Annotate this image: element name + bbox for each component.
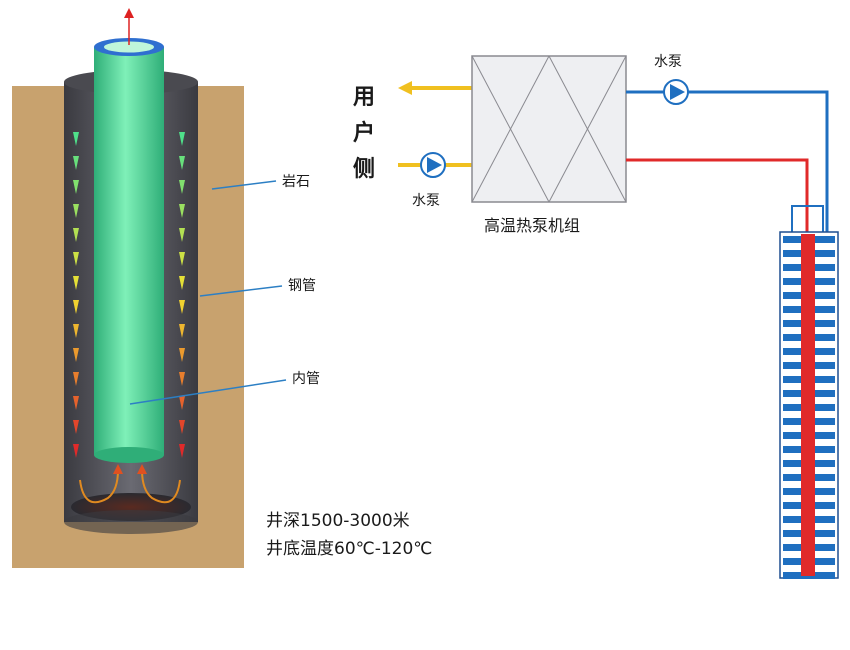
downflow-drop: [73, 300, 79, 314]
downflow-drop: [179, 252, 185, 266]
inner-pipe-leader: [129, 379, 287, 405]
heat-pump-unit: [471, 55, 627, 203]
outflow-arrow-head: [124, 8, 134, 18]
borehole-connector: [791, 205, 824, 232]
well-depth-note: 井深1500-3000米: [266, 511, 410, 531]
downflow-drop: [73, 132, 79, 146]
downflow-drop: [179, 348, 185, 362]
unit-cross-4: [548, 55, 627, 203]
downflow-drop: [179, 372, 185, 386]
downflow-drop: [179, 156, 185, 170]
downflow-column-left: [73, 132, 79, 458]
heat-pump-unit-label: 高温热泵机组: [484, 216, 580, 235]
pump-left-icon: [427, 157, 442, 173]
hot-water-pipe: [626, 158, 809, 232]
borehole-heat-exchanger: [779, 231, 839, 579]
inner-pipe-bottom: [94, 447, 164, 463]
unit-cross-2: [471, 55, 550, 203]
rock-leader: [211, 180, 277, 190]
downflow-drop: [73, 420, 79, 434]
downflow-drop: [73, 204, 79, 218]
supply-out-arrow: [398, 81, 412, 95]
downflow-drop: [179, 396, 185, 410]
return-loop-left: [79, 469, 119, 504]
downflow-drop: [73, 276, 79, 290]
heat-pump-system: 用 户 侧 水泵 高温热泵机组 水泵: [353, 54, 839, 579]
inner-pipe-label: 内管: [292, 371, 320, 387]
downflow-drop: [179, 228, 185, 242]
downflow-drop: [179, 324, 185, 338]
soil-right: [196, 86, 244, 568]
downflow-drop: [179, 444, 185, 458]
downflow-drop: [179, 180, 185, 194]
downflow-drop: [179, 204, 185, 218]
downflow-drop: [179, 300, 185, 314]
pump-right-icon: [670, 84, 685, 100]
downflow-drop: [179, 420, 185, 434]
steel-pipe-label: 钢管: [288, 278, 316, 294]
user-side-char-1: 用: [353, 85, 375, 110]
cold-water-pipe: [626, 90, 829, 232]
downflow-drop: [73, 348, 79, 362]
user-side-char-2: 户: [353, 120, 375, 146]
downflow-drop: [73, 372, 79, 386]
return-arrow-right: [137, 464, 147, 474]
inner-pipe: [94, 47, 164, 455]
borehole-hot-core: [801, 234, 815, 576]
downflow-drop: [73, 396, 79, 410]
downflow-drop: [73, 324, 79, 338]
downflow-drop: [73, 252, 79, 266]
steel-pipe-base: [64, 510, 198, 534]
steel-pipe-leader: [199, 285, 283, 297]
pump-left-label: 水泵: [412, 193, 440, 209]
inner-pipe-top-hole: [104, 41, 154, 53]
downflow-drop: [179, 276, 185, 290]
rock-label: 岩石: [282, 174, 310, 190]
downflow-drop: [73, 444, 79, 458]
soil-left: [12, 86, 66, 568]
downflow-drop: [73, 156, 79, 170]
downflow-drop: [179, 132, 185, 146]
user-side-char-3: 侧: [353, 157, 375, 182]
downflow-drop: [73, 228, 79, 242]
return-loop-right: [141, 469, 181, 504]
return-arrow-left: [113, 464, 123, 474]
downflow-drop: [73, 180, 79, 194]
downflow-column-right: [179, 132, 185, 458]
bottom-temperature-note: 井底温度60℃-120℃: [266, 539, 432, 559]
well-section: 岩石 钢管 内管 井深1500-3000米 井底温度60℃-120℃: [12, 8, 432, 568]
pump-right-label: 水泵: [654, 54, 682, 70]
